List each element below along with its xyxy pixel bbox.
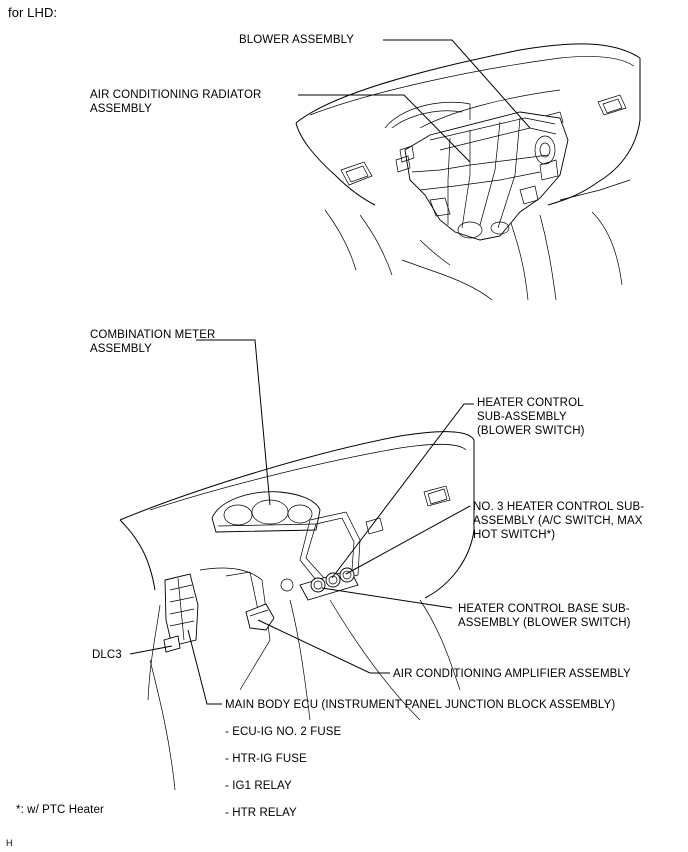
label-htr-ig-fuse: - HTR-IG FUSE <box>225 753 307 765</box>
header-label: for LHD: <box>8 5 58 20</box>
label-blower-assembly: BLOWER ASSEMBLY <box>239 34 355 46</box>
leader-blower <box>383 39 531 129</box>
upper-dashboard-drawing <box>295 39 641 301</box>
leader-radiator <box>298 94 471 163</box>
label-no3-heater-control: NO. 3 HEATER CONTROL SUB- ASSEMBLY (A/C … <box>473 501 645 541</box>
footnote: *: w/ PTC Heater <box>16 804 104 816</box>
leader-combination-meter <box>196 339 271 506</box>
label-ig1-relay: - IG1 RELAY <box>225 780 292 792</box>
leader-heater-control-base <box>321 587 453 609</box>
leader-ac-amplifier <box>257 619 390 674</box>
label-heater-control-base: HEATER CONTROL BASE SUB- ASSEMBLY (BLOWE… <box>458 603 631 629</box>
heater-controls-drawing <box>299 567 359 601</box>
label-heater-control: HEATER CONTROL SUB-ASSEMBLY (BLOWER SWIT… <box>477 397 585 437</box>
label-ecu-ig-fuse: - ECU-IG NO. 2 FUSE <box>225 726 342 738</box>
label-dlc3: DLC3 <box>92 649 122 661</box>
label-htr-relay: - HTR RELAY <box>225 807 297 819</box>
combination-meter-drawing <box>211 491 321 533</box>
label-combination-meter: COMBINATION METER ASSEMBLY <box>90 329 216 355</box>
hvac-unit-drawing <box>395 111 569 241</box>
leader-main-body-ecu <box>187 629 222 705</box>
label-ac-amplifier: AIR CONDITIONING AMPLIFIER ASSEMBLY <box>393 668 631 680</box>
leader-no3-heater-control <box>345 505 471 575</box>
junction-block-drawing <box>163 573 199 653</box>
leader-heater-control <box>331 403 474 579</box>
lower-dashboard-drawing <box>119 339 475 791</box>
label-main-body-ecu: MAIN BODY ECU (INSTRUMENT PANEL JUNCTION… <box>225 699 616 711</box>
leader-dlc3 <box>129 645 173 655</box>
label-ac-radiator-assembly: AIR CONDITIONING RADIATOR ASSEMBLY <box>90 89 262 115</box>
corner-code: H <box>6 838 13 848</box>
